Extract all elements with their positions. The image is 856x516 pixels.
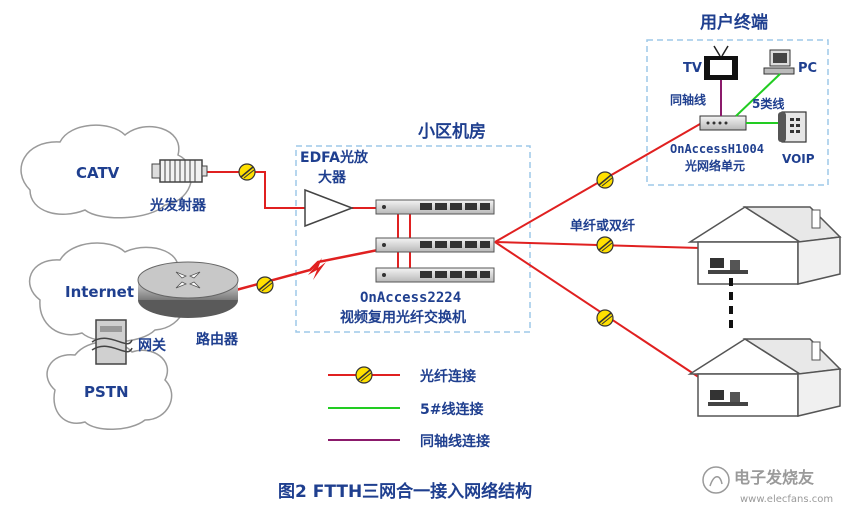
legend: 光纤连接 5#线连接 同轴线连接 (328, 366, 490, 450)
switch-rack-icon (375, 199, 495, 215)
watermark-logo-icon (702, 466, 730, 494)
voip-phone-icon (778, 111, 807, 143)
router-icon (137, 261, 239, 318)
user-terminal-box (646, 39, 829, 186)
switch-rack-icon (375, 267, 495, 283)
fiber-connector-icon (596, 236, 614, 254)
voip-label: VOIP (782, 152, 815, 166)
internet-label: Internet (65, 283, 134, 301)
fiber-connector-icon (596, 309, 614, 327)
catv-cloud (20, 124, 193, 219)
transmitter-to-edfa-fiber (205, 171, 305, 209)
catv-label: CATV (76, 164, 120, 182)
tv-label: TV (683, 61, 702, 76)
more-houses-ellipsis-icon (729, 278, 733, 328)
pc-label: PC (798, 61, 817, 76)
edfa-amplifier-icon (304, 188, 355, 228)
watermark: 电子发烧友 www.elecfans.com (702, 466, 833, 505)
switch-to-house2-fiber (494, 241, 701, 379)
gateway-label: 网关 (138, 337, 166, 354)
legend-fiber-label: 光纤连接 (419, 368, 476, 385)
figure-caption: 图2 FTTH三网合一接入网络结构 (278, 481, 532, 502)
edfa-label-line2: 大器 (318, 169, 347, 186)
edfa-label-line1: EDFA光放 (300, 149, 369, 166)
coax-label: 同轴线 (670, 92, 706, 107)
lightning-bolt (308, 258, 326, 280)
single-dual-fiber-label: 单纤或双纤 (570, 218, 635, 234)
legend-cat5-label: 5#线连接 (420, 401, 483, 418)
onu-label: 光网络单元 (684, 158, 745, 173)
onaccessh1004-label: OnAccessH1004 (670, 142, 764, 156)
user-terminal-label: 用户终端 (700, 12, 768, 33)
optical-transmitter-icon (151, 159, 208, 183)
pc-icon (763, 49, 795, 75)
fiber-connector-icon (256, 276, 274, 294)
watermark-url: www.elecfans.com (740, 494, 833, 505)
transmitter-label: 光发射器 (149, 197, 207, 214)
cat5-label: 5类线 (752, 96, 784, 111)
router-label: 路由器 (196, 331, 239, 348)
pstn-cloud (46, 341, 173, 430)
watermark-text: 电子发烧友 (734, 468, 815, 487)
legend-coax-label: 同轴线连接 (420, 433, 490, 450)
pc-cat5-link (735, 73, 781, 117)
switch-description-label: 视频复用光纤交换机 (340, 309, 466, 326)
district-room-label: 小区机房 (418, 121, 486, 142)
onu-device-icon (699, 115, 747, 131)
house-icon (689, 338, 841, 417)
router-to-switch-fiber (235, 248, 379, 292)
fiber-connector-icon (238, 163, 256, 181)
pstn-label: PSTN (84, 383, 129, 401)
switch-rack-icon (375, 237, 495, 253)
fiber-connector-icon (596, 171, 614, 189)
house-icon (689, 206, 841, 285)
onaccess2224-label: OnAccess2224 (360, 290, 461, 306)
gateway-icon (91, 319, 133, 365)
tv-icon (704, 45, 738, 80)
